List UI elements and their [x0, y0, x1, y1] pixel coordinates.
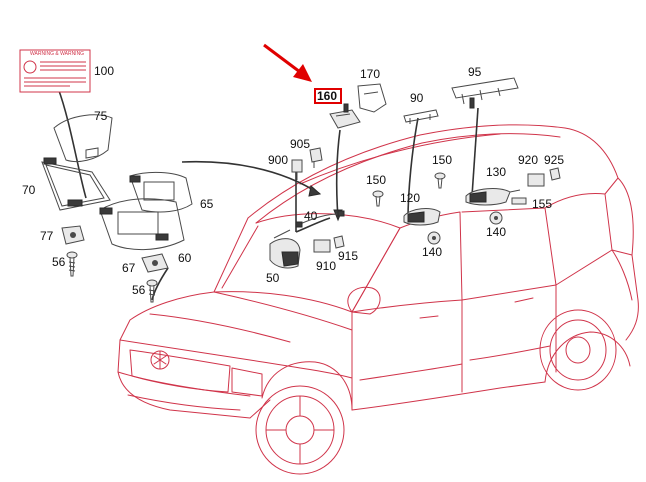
label-140-a: 140: [422, 245, 443, 259]
vehicle-outline: [117, 124, 639, 475]
part-56-screw-b: [146, 279, 158, 303]
part-150-screw-a: [372, 190, 384, 207]
part-77-clip: [61, 225, 85, 245]
leader-lines: [57, 87, 479, 301]
label-75: 75: [94, 109, 108, 123]
part-56-screw-a: [66, 251, 78, 277]
part-170-cover: [357, 83, 387, 113]
label-140-b: 140: [486, 225, 507, 239]
part-75-visor-panel: [53, 114, 113, 163]
label-60: 60: [178, 251, 192, 265]
part-155-bulb: [511, 197, 527, 205]
part-67-bracket: [141, 253, 169, 273]
label-920: 920: [518, 153, 539, 167]
part-60-visor: [99, 198, 185, 251]
part-915-bulb: [333, 235, 345, 249]
part-40-wire: [295, 210, 345, 228]
part-95-rail: [451, 77, 519, 109]
label-910: 910: [316, 259, 337, 273]
label-160: 160: [317, 89, 338, 103]
label-170: 170: [360, 67, 381, 81]
label-90: 90: [410, 91, 424, 105]
part-910-switch: [313, 239, 331, 253]
part-140-nut-b: [489, 211, 503, 225]
label-56-b: 56: [132, 283, 146, 297]
label-50: 50: [266, 271, 280, 285]
part-120-lamp: [403, 208, 441, 226]
label-95: 95: [468, 65, 482, 79]
label-77: 77: [40, 229, 54, 243]
label-130: 130: [486, 165, 507, 179]
part-920-switch: [527, 173, 545, 187]
part-90-rail: [403, 109, 439, 124]
part-65-visor-mirror: [129, 171, 193, 213]
label-67: 67: [122, 261, 136, 275]
label-65: 65: [200, 197, 214, 211]
label-120: 120: [400, 191, 421, 205]
label-sticker-text: WARNING & WARNING: [30, 51, 85, 57]
label-900: 900: [268, 153, 289, 167]
label-915: 915: [338, 249, 359, 263]
part-150-screw-b: [434, 172, 446, 189]
part-130-lamp: [465, 188, 521, 206]
label-905: 905: [290, 137, 311, 151]
label-70: 70: [22, 183, 36, 197]
label-40: 40: [304, 209, 318, 223]
part-160-lamp-housing: [329, 103, 361, 129]
label-155: 155: [532, 197, 553, 211]
part-70-sun-visor: [41, 157, 111, 211]
part-50-interior-lamp: [269, 229, 301, 269]
part-140-nut-a: [427, 231, 441, 245]
part-900-connector: [291, 159, 303, 180]
part-905-bulb: [309, 147, 323, 168]
highlight-box-160: [314, 88, 342, 104]
label-56-a: 56: [52, 255, 66, 269]
part-925-bulb: [549, 167, 561, 181]
label-100: 100: [94, 64, 115, 78]
label-150-a: 150: [366, 173, 387, 187]
label-150-b: 150: [432, 153, 453, 167]
label-925: 925: [544, 153, 565, 167]
highlight-arrow: [263, 43, 312, 82]
part-100-warning-label: [19, 49, 91, 93]
